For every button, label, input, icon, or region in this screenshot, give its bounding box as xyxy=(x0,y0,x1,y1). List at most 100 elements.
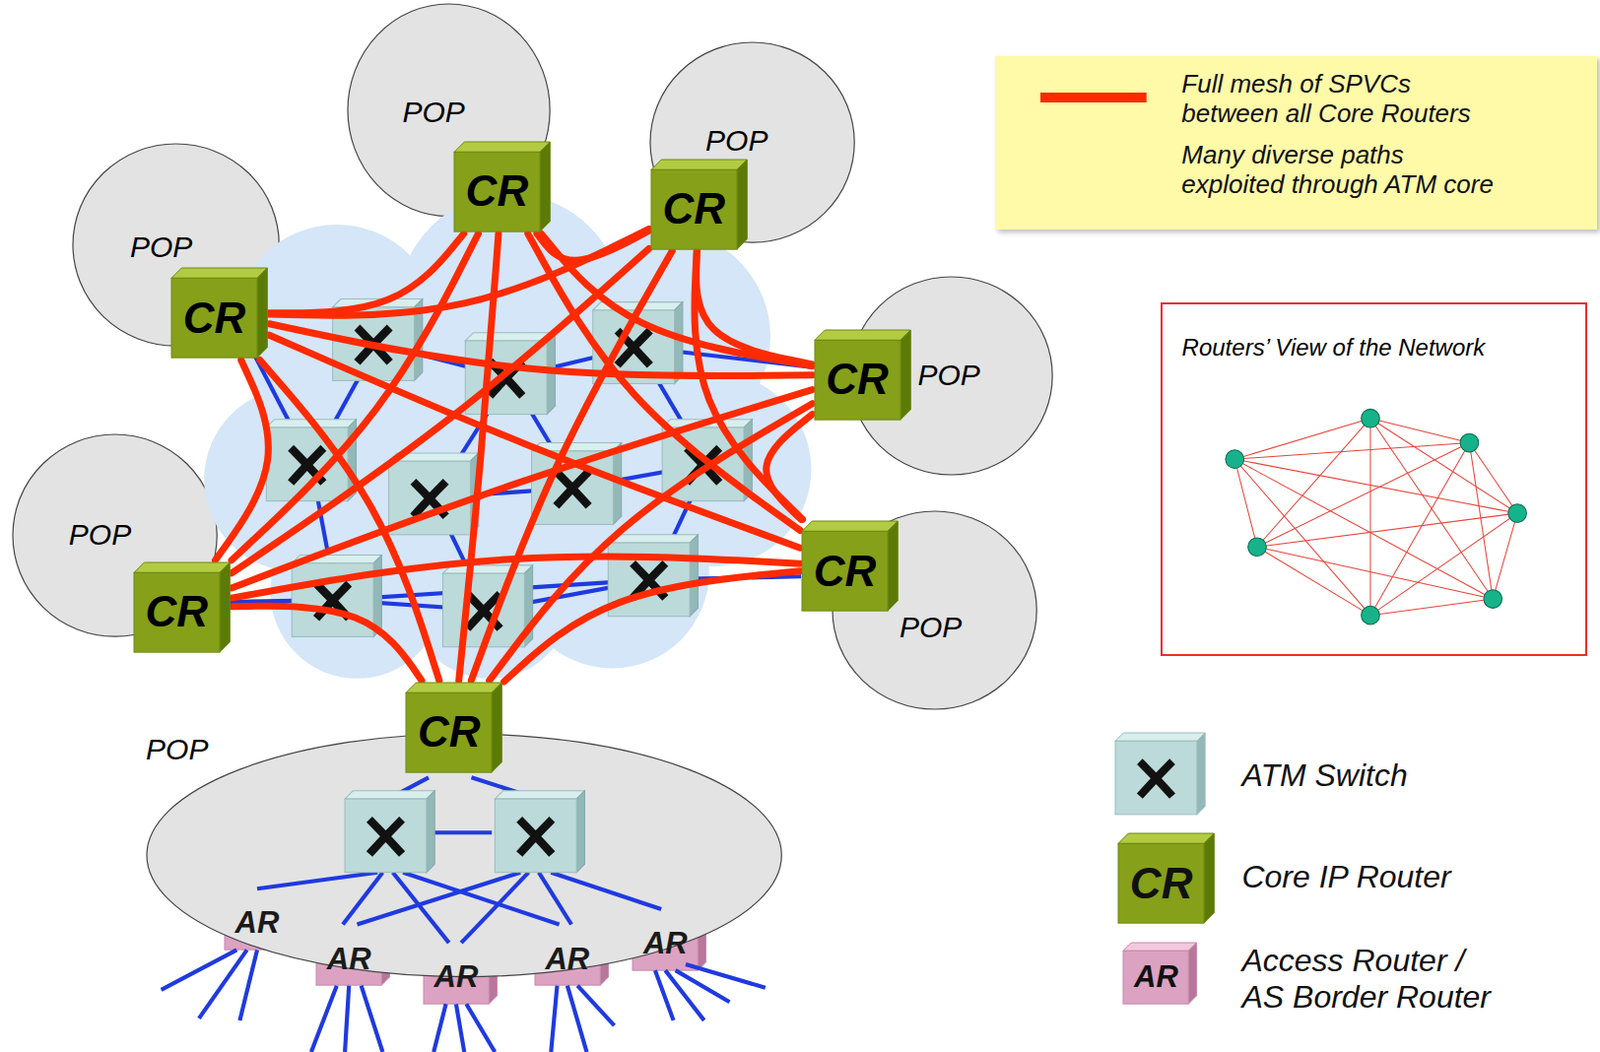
pop-label: POP xyxy=(68,518,132,553)
router-label: AR xyxy=(235,905,280,941)
router-label: AR xyxy=(327,941,372,978)
mesh-line xyxy=(1370,599,1493,616)
mesh-line xyxy=(1234,443,1469,461)
box-top-face xyxy=(171,267,267,278)
mesh-line xyxy=(1257,546,1371,615)
legend-icon-shape xyxy=(1115,733,1205,815)
pop-label: POP xyxy=(899,610,962,646)
box-top-face xyxy=(801,521,898,532)
box-top-face xyxy=(405,682,502,693)
router-label: AR xyxy=(643,926,688,962)
box-side-face xyxy=(1203,833,1214,924)
box-top-face xyxy=(133,562,230,573)
router-label: CR xyxy=(183,293,247,344)
customer-link xyxy=(311,986,337,1052)
pop-link xyxy=(538,872,572,926)
pop-link xyxy=(402,872,559,926)
core-router: CR xyxy=(405,682,502,773)
box-side-face xyxy=(491,682,502,773)
mesh-line xyxy=(1492,513,1518,600)
box-side-face xyxy=(736,159,747,250)
pop-switches xyxy=(344,791,585,873)
mesh-line xyxy=(1468,443,1518,514)
core-router: CR xyxy=(171,267,267,358)
router-label: CR xyxy=(813,546,877,598)
pop-label: POP xyxy=(130,230,193,266)
box-side-face xyxy=(257,267,267,358)
box-front-face xyxy=(814,339,901,420)
pop-link xyxy=(426,830,492,835)
customer-link xyxy=(577,986,614,1026)
routers-view-graph xyxy=(1225,408,1528,625)
mesh-line xyxy=(1370,418,1469,444)
legend-icon-label: AR xyxy=(1133,959,1179,996)
router-label: CR xyxy=(825,354,889,405)
spvc-connector xyxy=(231,605,422,681)
box-front-face xyxy=(405,692,492,773)
atm-switch xyxy=(344,791,435,873)
spvc-connector xyxy=(696,251,813,365)
router-label: AR xyxy=(434,959,479,996)
customer-link xyxy=(550,986,557,1052)
legend-line-sample-bar xyxy=(1040,92,1147,103)
customer-link xyxy=(433,1003,446,1052)
customer-link xyxy=(685,964,766,989)
pop-link xyxy=(461,872,529,943)
router-label: AR xyxy=(544,941,590,978)
customer-link xyxy=(239,949,258,1020)
box-side-face xyxy=(1197,733,1205,815)
routers-view-box: Routers’ View of the Network xyxy=(1160,302,1588,657)
box-front-face xyxy=(454,151,540,232)
box-front-face xyxy=(1115,740,1198,815)
spvc-connector xyxy=(489,403,813,681)
legend-text: Core IP Router xyxy=(1241,859,1451,896)
customer-link xyxy=(567,986,588,1052)
router-dot xyxy=(1460,433,1479,453)
spvc-connector xyxy=(268,334,800,548)
router-dot xyxy=(1225,450,1245,469)
legend-note: Many diverse paths exploited through ATM… xyxy=(1181,140,1584,200)
box-side-face xyxy=(887,521,898,611)
box-top-face xyxy=(651,159,747,170)
spvc-connector xyxy=(528,233,800,531)
spvc-connector xyxy=(694,251,803,521)
router-label: CR xyxy=(663,184,727,235)
legend-text: ATM Switch xyxy=(1241,757,1407,795)
mesh-line xyxy=(1234,459,1371,615)
legend-box: Full mesh of SPVCs between all Core Rout… xyxy=(995,56,1598,230)
spvc-connector xyxy=(504,571,801,682)
box-top-face xyxy=(454,141,550,152)
mesh-line xyxy=(1234,459,1518,514)
legend-icon-label: CR xyxy=(1130,859,1194,910)
box-top-face xyxy=(1115,733,1205,741)
router-label: CR xyxy=(417,707,481,758)
mesh-line xyxy=(1468,443,1493,600)
switch-x-mark xyxy=(1139,761,1173,797)
box-front-face xyxy=(1123,950,1189,1004)
router-dot xyxy=(1361,605,1381,625)
mesh-line xyxy=(1370,443,1469,616)
pop-label: POP xyxy=(401,95,465,131)
atm-switch xyxy=(494,791,585,873)
legend-access-icon: AR xyxy=(1123,942,1198,1004)
customer-link xyxy=(466,1003,495,1052)
box-front-face xyxy=(801,532,888,612)
mesh-line xyxy=(1234,418,1371,460)
core-router: CR xyxy=(814,330,911,420)
box-top-face xyxy=(814,330,911,340)
pop-label: POP xyxy=(918,358,981,394)
legend-text: Access Router / AS Border Router xyxy=(1241,942,1547,1016)
panel-title: Routers’ View of the Network xyxy=(1182,333,1486,362)
mesh-line xyxy=(1370,513,1518,616)
spvc-connector xyxy=(214,360,268,561)
atm-switches xyxy=(266,299,752,648)
pop-link xyxy=(357,872,522,926)
core-router: CR xyxy=(801,521,898,611)
box-front-face xyxy=(133,572,220,653)
customer-link xyxy=(344,986,349,1052)
customer-link xyxy=(361,986,384,1052)
pop-ellipse xyxy=(650,42,855,243)
box-front-face xyxy=(1118,844,1204,925)
mesh-line xyxy=(1369,418,1371,616)
